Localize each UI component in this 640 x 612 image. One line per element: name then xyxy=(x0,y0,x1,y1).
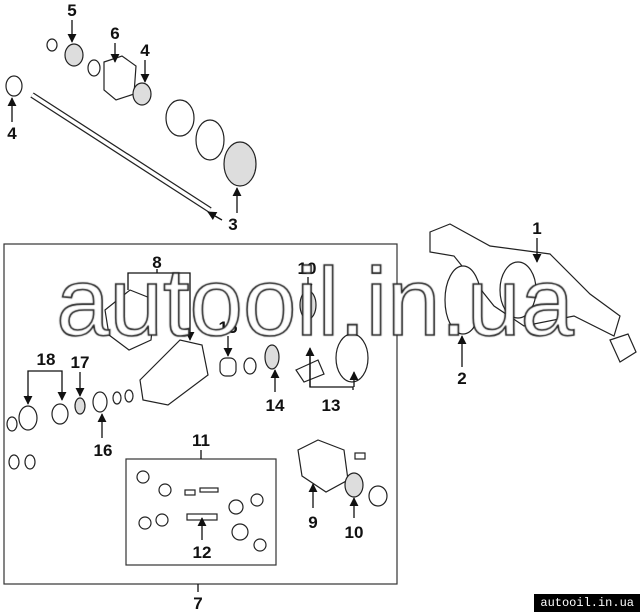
callout-10-upper: 10 xyxy=(298,259,317,278)
callout-4-lower: 4 xyxy=(7,124,17,143)
callout-3: 3 xyxy=(228,215,237,234)
callout-6: 6 xyxy=(110,24,119,43)
callout-4-upper: 4 xyxy=(140,41,150,60)
callout-12: 12 xyxy=(193,543,212,562)
carrier-parts xyxy=(6,289,388,552)
callout-8: 8 xyxy=(152,253,161,272)
footer-site-label: autooil.in.ua xyxy=(534,594,640,612)
callout-7: 7 xyxy=(193,594,202,612)
axle-housing xyxy=(429,223,637,363)
callout-14: 14 xyxy=(266,396,285,415)
callout-5: 5 xyxy=(67,1,76,20)
callout-10-lower: 10 xyxy=(345,523,364,542)
axle-shaft-assembly xyxy=(5,38,257,213)
callout-2: 2 xyxy=(457,369,466,388)
callout-11: 11 xyxy=(192,431,210,450)
callout-1: 1 xyxy=(532,219,541,238)
callout-13: 13 xyxy=(322,396,341,415)
callout-9: 9 xyxy=(308,513,317,532)
callout-18: 18 xyxy=(37,350,56,369)
callout-15: 15 xyxy=(219,318,238,337)
callout-16: 16 xyxy=(94,441,113,460)
callout-17: 17 xyxy=(71,353,90,372)
